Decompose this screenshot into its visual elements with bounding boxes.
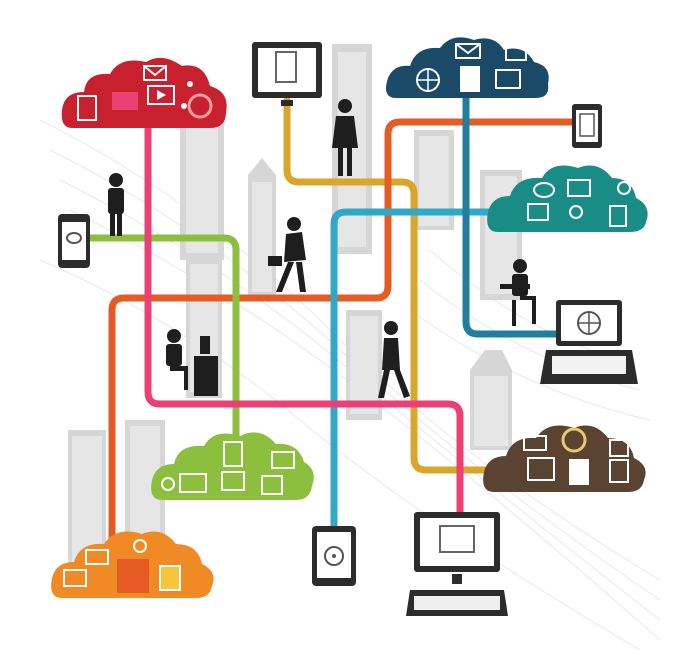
presentation-icon xyxy=(112,92,138,110)
cloud-red xyxy=(62,58,227,128)
laptop-right xyxy=(540,300,638,384)
shopping-icon xyxy=(118,560,148,592)
document-icon xyxy=(570,460,588,484)
desktop-bottom xyxy=(406,512,508,616)
person-phone xyxy=(378,321,410,398)
monitor-top xyxy=(252,42,322,106)
person-headset xyxy=(108,173,124,236)
document-icon xyxy=(160,566,180,590)
building xyxy=(470,350,512,450)
document-icon xyxy=(460,66,480,92)
cloud-green xyxy=(151,432,314,500)
building xyxy=(248,158,276,300)
cloud-navy xyxy=(386,37,549,98)
people xyxy=(108,99,536,398)
tablet-bottom xyxy=(312,526,356,586)
tablet-top-right xyxy=(572,104,602,148)
phone-left xyxy=(58,214,90,268)
